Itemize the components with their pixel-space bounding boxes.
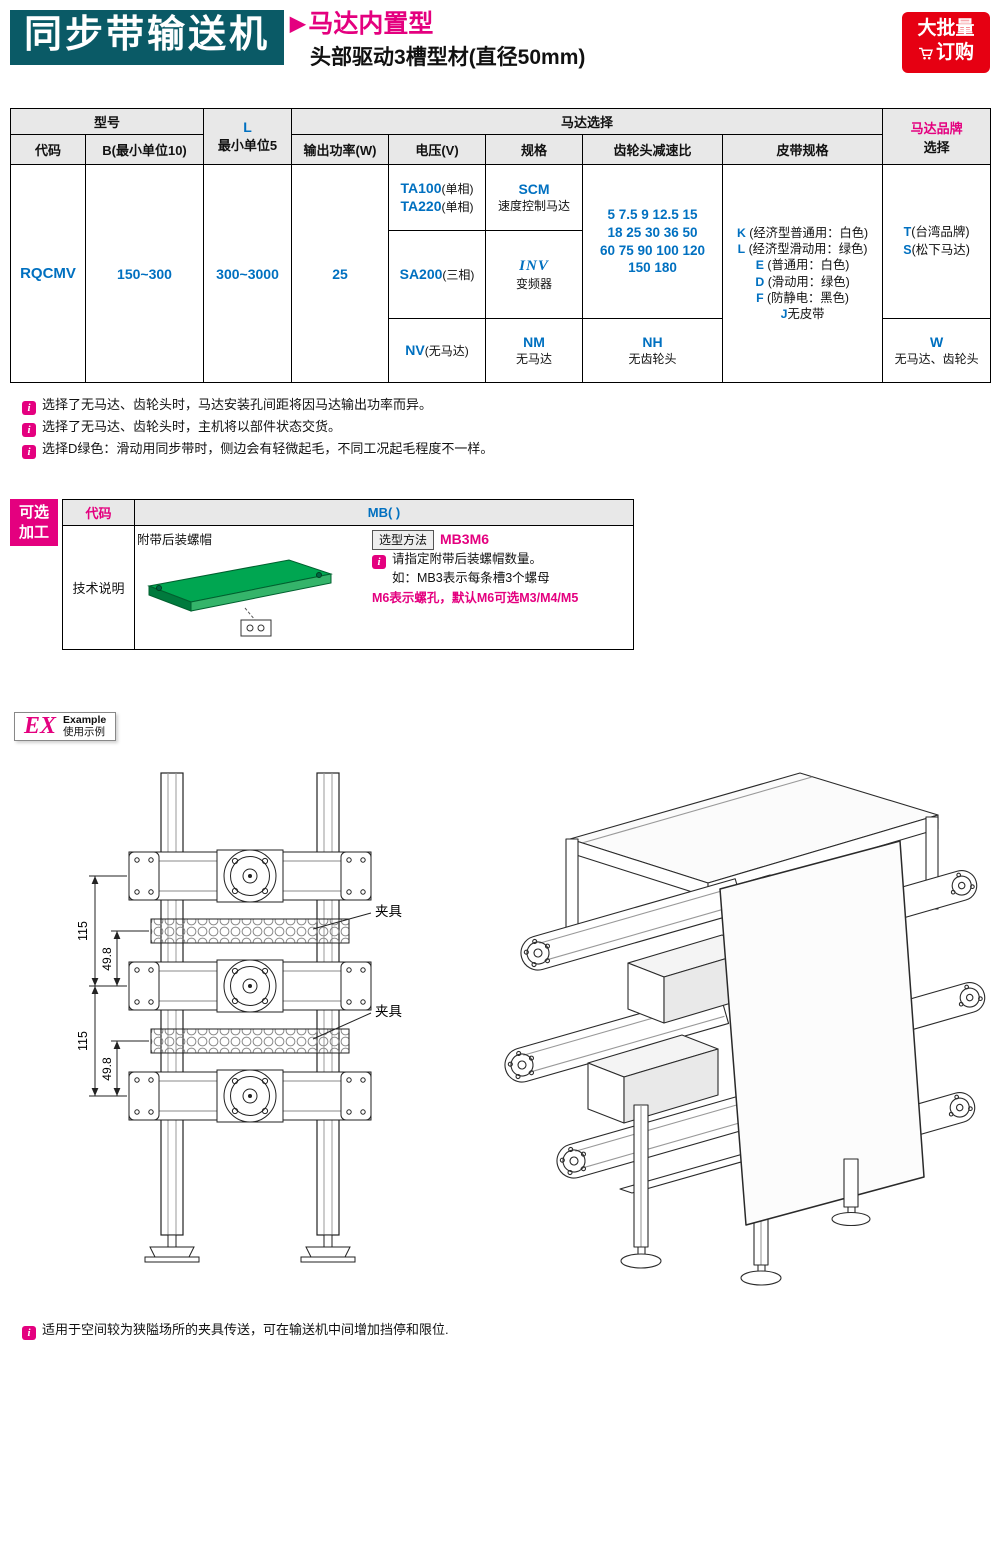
- dimension-lines: [89, 875, 149, 1097]
- arrow-right-icon: ▶: [290, 13, 306, 35]
- col-header-brand: 马达品牌 选择: [882, 108, 992, 165]
- col-header-gear: 齿轮头减速比: [582, 134, 724, 165]
- opt-header-code: 代码: [62, 499, 135, 526]
- conveyor-modules: [128, 849, 372, 1123]
- cell-belt-specs: K (经济型普通用：白色) L (经济型滑动用：绿色) E (普通用：白色) D…: [722, 164, 884, 383]
- cell-motor-brands: T(台湾品牌) S(松下马达): [882, 164, 992, 319]
- col-header-belt: 皮带规格: [722, 134, 884, 165]
- optional-table: 代码 MB( ) 技术说明 附带后装螺帽: [62, 499, 634, 650]
- note-item: 选择D绿色：滑动用同步带时，侧边会有轻微起毛，不同工况起毛程度不一样。: [22, 439, 990, 459]
- notes-list: 选择了无马达、齿轮头时，马达安装孔间距将因马达输出功率而异。 选择了无马达、齿轮…: [22, 395, 990, 459]
- col-header-length: L 最小单位5: [203, 108, 293, 165]
- product-title-banner: 同步带输送机: [10, 10, 285, 65]
- belt-image-caption: 附带后装螺帽: [137, 532, 213, 547]
- front-view-drawing: 115 49.8 115 49.8 夹具 夹具: [76, 772, 402, 1263]
- dim-49-8-2: 49.8: [100, 1057, 114, 1081]
- cell-power: 25: [291, 164, 390, 383]
- product-type: 马达内置型: [308, 10, 434, 38]
- cell-l-range: 300~3000: [203, 164, 293, 383]
- opt-row-label: 技术说明: [62, 525, 135, 650]
- opt-header-value: MB( ): [134, 499, 634, 526]
- selection-method-value: MB3M6: [440, 530, 490, 547]
- isometric-view-drawing: [504, 772, 986, 1286]
- example-drawings: 115 49.8 115 49.8 夹具 夹具: [10, 757, 990, 1305]
- cell-gear-ratios: 5 7.5 9 12.5 15 18 25 30 36 50 60 75 90 …: [582, 164, 724, 319]
- cell-gear-none: NH 无齿轮头: [582, 318, 724, 383]
- col-header-motor-select: 马达选择: [291, 108, 884, 135]
- optional-processing-section: 可选 加工 代码 MB( ) 技术说明 附带后装螺帽: [10, 499, 990, 650]
- fixture-label-2: 夹具: [375, 1004, 402, 1019]
- col-header-spec: 规格: [485, 134, 584, 165]
- cell-voltage-ta: TA100(单相) TA220(单相): [388, 164, 487, 231]
- bulk-order-badge[interactable]: 大批量 订购: [902, 12, 990, 73]
- pallet-strips: [150, 918, 350, 1054]
- cell-part-code: RQCMV: [10, 164, 86, 383]
- note-item: 选择了无马达、齿轮头时，马达安装孔间距将因马达输出功率而异。: [22, 395, 990, 415]
- dimension-arrows: [91, 876, 121, 1097]
- info-icon: [22, 401, 36, 415]
- col-header-b: B(最小单位10): [84, 134, 205, 165]
- product-subtitle-block: ▶马达内置型 头部驱动3槽型材(直径50mm): [290, 10, 585, 71]
- footer-note: 适用于空间较为狭隘场所的夹具传送，可在输送机中间增加挡停和限位.: [22, 1319, 990, 1341]
- col-header-power: 输出功率(W): [291, 134, 390, 165]
- page-header: 同步带输送机 ▶马达内置型 头部驱动3槽型材(直径50mm) 大批量 订购: [10, 10, 990, 73]
- left-conveyor-arms: [504, 878, 772, 1179]
- main-spec-table: 型号 L 最小单位5 马达选择 马达品牌 选择 代码 B(最小单位10) 输出功…: [9, 108, 992, 383]
- product-title: 同步带输送机: [24, 14, 271, 56]
- info-icon: [372, 554, 386, 569]
- front-right-leg: [831, 1158, 871, 1227]
- example-badge: EX Example 使用示例: [14, 712, 117, 742]
- col-header-voltage: 电压(V): [388, 134, 487, 165]
- dim-115-2: 115: [76, 1031, 90, 1051]
- cell-brand-none: W 无马达、齿轮头: [882, 318, 992, 383]
- cell-voltage-sa: SA200(三相): [388, 230, 487, 319]
- badge-line2: 订购: [935, 41, 974, 63]
- cell-spec-inv: INV 变频器: [485, 230, 584, 319]
- col-header-code: 代码: [10, 134, 86, 165]
- fixture-label-1: 夹具: [375, 904, 402, 919]
- ex-logo: EX: [24, 713, 57, 740]
- cell-spec-nm: NM 无马达: [485, 318, 584, 383]
- green-belt-illustration: [147, 558, 333, 636]
- dim-49-8-1: 49.8: [100, 947, 114, 971]
- workpiece-panel: [719, 840, 925, 1226]
- info-icon: [22, 423, 36, 437]
- col-header-model: 型号: [9, 108, 205, 135]
- dim-115-1: 115: [76, 921, 90, 941]
- cell-b-range: 150~300: [84, 164, 205, 383]
- cell-voltage-nv: NV(无马达): [388, 318, 487, 383]
- info-icon: [22, 1326, 36, 1341]
- badge-line1: 大批量: [917, 18, 975, 39]
- optional-processing-tab: 可选 加工: [10, 499, 58, 546]
- product-spec-line: 头部驱动3槽型材(直径50mm): [310, 45, 586, 69]
- cell-spec-scm: SCM 速度控制马达: [485, 164, 584, 231]
- order-cart-icon: [918, 43, 933, 67]
- leveling-feet: [144, 1234, 356, 1263]
- note-item: 选择了无马达、齿轮头时，主机将以部件状态交货。: [22, 417, 990, 437]
- opt-body-cell: 附带后装螺帽: [134, 525, 634, 650]
- selection-method-label: 选型方法: [372, 529, 435, 550]
- info-icon: [22, 445, 36, 459]
